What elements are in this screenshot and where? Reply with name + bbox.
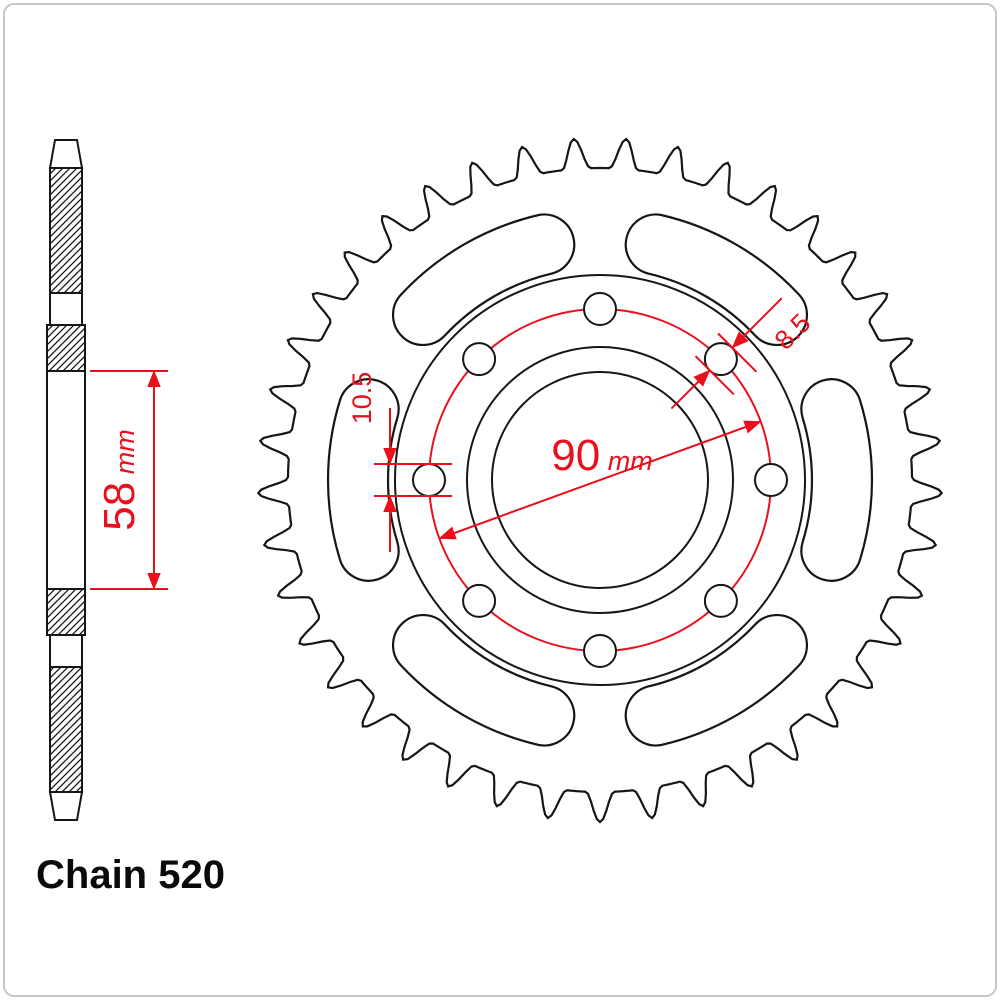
side-rim-section-top [49, 167, 83, 294]
side-bore-region [46, 370, 86, 590]
bolt-hole [703, 583, 738, 618]
dim-10-5-label: 10.5 [347, 372, 377, 425]
extension-line [717, 332, 758, 373]
dimension-line [438, 420, 762, 540]
slot-cutout [624, 614, 809, 747]
side-bolt-hole-gap-bottom [49, 634, 83, 668]
side-hub-section-bottom [46, 588, 86, 636]
side-tooth-top [48, 139, 84, 169]
page-frame [3, 3, 997, 997]
extension-line [694, 355, 735, 396]
holes-ring-circle [394, 274, 806, 686]
sprocket-side-view [46, 139, 86, 821]
bolt-hole [462, 342, 497, 377]
dimension-58mm: 58 mm [90, 370, 168, 590]
dimension-10-5: 10.5 [347, 372, 452, 552]
bolt-hole [412, 463, 446, 497]
slot-cutout [391, 614, 576, 747]
bolt-hole [703, 342, 738, 377]
side-hub-section-top [46, 324, 86, 372]
bolt-holes [412, 292, 788, 668]
side-bolt-hole-gap-top [49, 292, 83, 326]
dimension-line [731, 297, 783, 349]
slot-cutout [624, 213, 809, 346]
dim-90-label: 90 mm [551, 431, 652, 480]
slot-cutout [326, 378, 400, 582]
dimension-line [670, 369, 711, 410]
dim-58-label: 58 mm [95, 429, 144, 530]
slot-cutouts [326, 213, 874, 747]
bolt-hole [754, 463, 788, 497]
side-rim-section-bottom [49, 666, 83, 793]
side-tooth-bottom [48, 791, 84, 821]
bolt-hole [583, 292, 617, 326]
dimension-90mm: 90 mm [438, 420, 762, 540]
bolt-hole [583, 634, 617, 668]
bolt-hole [462, 583, 497, 618]
slot-cutout [391, 213, 576, 346]
slot-cutout [800, 378, 874, 582]
chain-size-label: Chain 520 [36, 853, 225, 897]
